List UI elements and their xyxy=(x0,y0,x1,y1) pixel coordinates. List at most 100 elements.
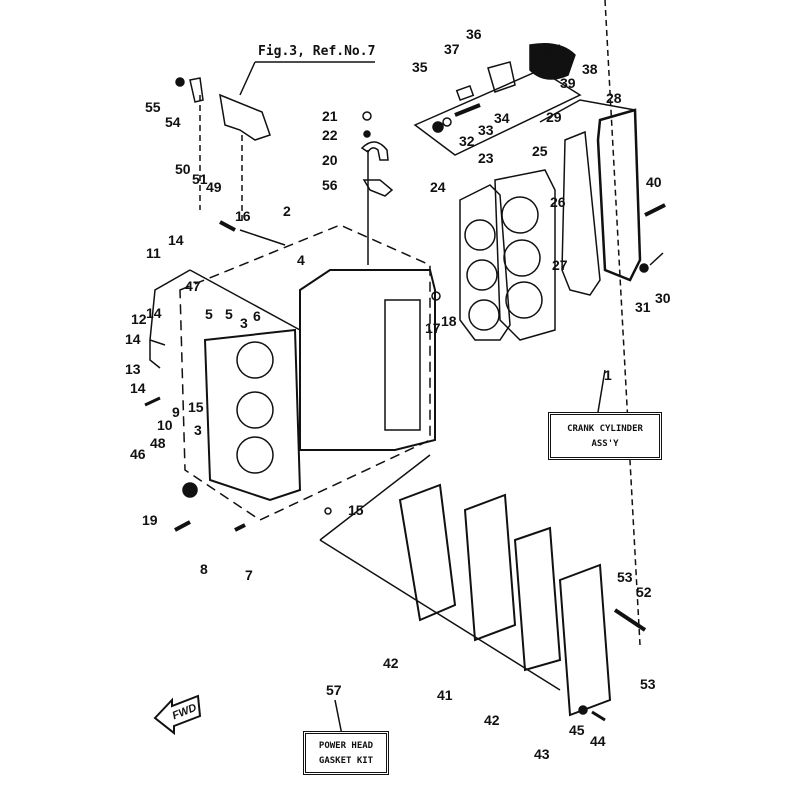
gasket-bore-2 xyxy=(466,259,498,291)
head-bore-3 xyxy=(505,281,543,319)
part-label: 7 xyxy=(245,567,253,583)
clamp-56 xyxy=(362,179,394,197)
part-label: 15 xyxy=(188,399,204,415)
bolt-46 xyxy=(144,396,161,407)
part-label: 19 xyxy=(142,512,158,528)
part-label: 18 xyxy=(441,313,457,329)
reference-note: Fig.3, Ref.No.7 xyxy=(258,44,376,59)
part-label: 47 xyxy=(185,278,201,294)
part-label: 14 xyxy=(168,232,184,248)
part-label: 20 xyxy=(322,152,338,168)
part-label: 16 xyxy=(235,208,251,224)
washer-39 xyxy=(539,50,547,58)
screw-55 xyxy=(175,77,185,87)
part-label: 2 xyxy=(283,203,291,219)
cylinder-block xyxy=(299,269,436,451)
part-label: 3 xyxy=(240,315,248,331)
ball-33 xyxy=(442,117,452,127)
plug-19 xyxy=(182,482,198,498)
crankcase-half xyxy=(203,328,302,502)
gasket-bore-1 xyxy=(464,219,496,251)
part-label: 44 xyxy=(590,733,606,749)
bolt-8 xyxy=(174,520,191,532)
hose-line xyxy=(189,269,301,331)
part-label: 22 xyxy=(322,127,338,143)
exhaust-plate-41 xyxy=(463,493,517,642)
part-label: 37 xyxy=(444,41,460,57)
fitting-17 xyxy=(431,291,441,301)
fitting-15 xyxy=(324,507,332,515)
bolt-7 xyxy=(234,523,246,532)
part-label: 3 xyxy=(194,422,202,438)
exhaust-cover-43 xyxy=(558,563,612,717)
exhaust-leader-top xyxy=(319,454,431,541)
part-label: 36 xyxy=(466,26,482,42)
bolt-21 xyxy=(362,111,372,121)
bolt-38 xyxy=(544,44,561,53)
part-label: 42 xyxy=(383,655,399,671)
gasket-42b xyxy=(513,526,562,672)
part-label: 24 xyxy=(430,179,446,195)
head-gasket-29 xyxy=(561,130,601,296)
part-label: 52 xyxy=(636,584,652,600)
part-label: 26 xyxy=(550,194,566,210)
gasket-42a xyxy=(398,483,457,622)
pump-group-outline xyxy=(413,69,582,156)
leader-16 xyxy=(239,229,286,246)
washer-22 xyxy=(363,130,371,138)
part-label: 17 xyxy=(425,320,441,336)
part-label: 49 xyxy=(206,179,222,195)
part-label: 13 xyxy=(125,361,141,377)
kit-label-line2: GASKET KIT xyxy=(318,755,374,766)
leader-1 xyxy=(597,369,606,413)
part-label: 27 xyxy=(552,257,568,273)
assembly-label-line1: CRANK CYLINDER xyxy=(567,423,643,434)
kit-label-line1: POWER HEAD xyxy=(318,740,374,751)
bracket-54 xyxy=(189,77,204,103)
part-label: 14 xyxy=(146,305,162,321)
part-label: 55 xyxy=(145,99,161,115)
part-label: 56 xyxy=(322,177,338,193)
stud-16 xyxy=(219,220,236,232)
part-label: 54 xyxy=(165,114,181,130)
fwd-arrow-icon xyxy=(153,694,202,736)
part-label: 41 xyxy=(437,687,453,703)
part-label: 43 xyxy=(534,746,550,762)
pipe-leader xyxy=(604,0,641,646)
part-label: 21 xyxy=(322,108,338,124)
hose-13 xyxy=(149,340,161,369)
part-label: 51 xyxy=(192,171,208,187)
part-label: 14 xyxy=(130,380,146,396)
part-label: 53 xyxy=(640,676,656,692)
part-label: 11 xyxy=(146,245,161,261)
part-label: 50 xyxy=(175,161,191,177)
assembly-boundary xyxy=(179,224,431,521)
spring-34 xyxy=(454,103,481,117)
part-label: 5 xyxy=(205,306,213,322)
gasket-bore-3 xyxy=(468,299,500,331)
part-label: 32 xyxy=(459,133,475,149)
pipe-52 xyxy=(613,608,647,632)
exhaust-leader-bottom xyxy=(319,539,561,691)
leader-57 xyxy=(334,699,343,736)
part-label: 39 xyxy=(560,75,576,91)
part-label: 40 xyxy=(646,174,662,190)
part-label: 42 xyxy=(484,712,500,728)
crank-journal-3 xyxy=(236,436,274,474)
assembly-ref-number: 1 xyxy=(604,367,612,383)
head-bore-1 xyxy=(501,196,539,234)
assembly-label-box: CRANK CYLINDER ASS'Y xyxy=(548,412,662,460)
kit-ref-number: 57 xyxy=(326,682,342,698)
part-label: 48 xyxy=(150,435,166,451)
part-label: 9 xyxy=(172,404,180,420)
part-label: 15 xyxy=(348,502,364,518)
ref-note-leader xyxy=(239,61,256,96)
head-bore-2 xyxy=(503,239,541,277)
part-label: 35 xyxy=(412,59,428,75)
washer-31 xyxy=(639,263,649,273)
part-label: 14 xyxy=(125,331,141,347)
thermo-switch-40 xyxy=(644,203,666,217)
part-label: 34 xyxy=(494,110,510,126)
